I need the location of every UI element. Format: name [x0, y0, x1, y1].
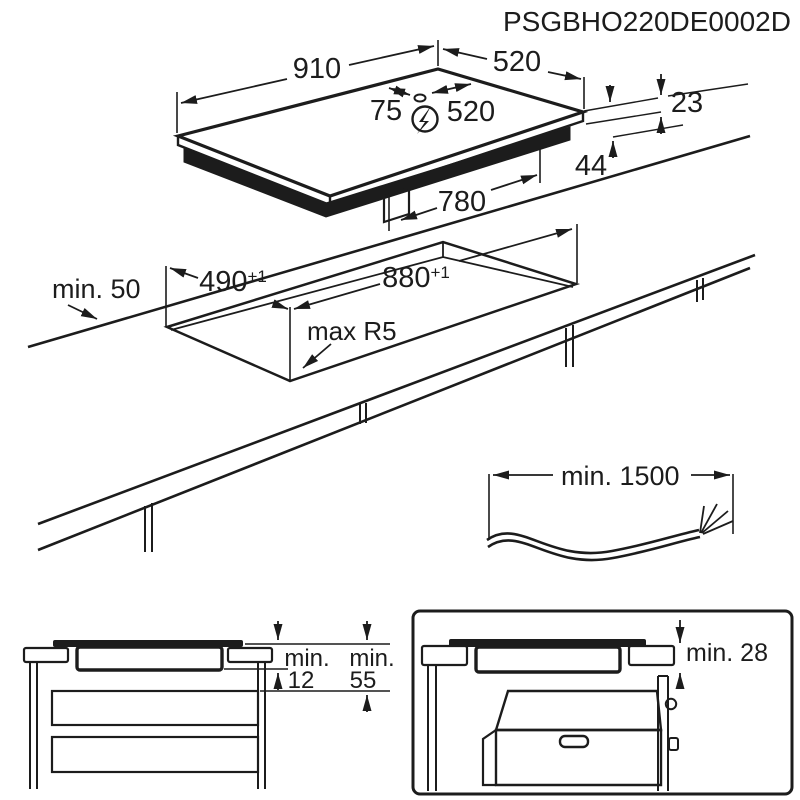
worktop-left-block — [420, 644, 469, 667]
worktop-back-edge — [27, 134, 751, 349]
section-border — [411, 609, 794, 796]
dim-hob-depth-group: 520 — [442, 46, 585, 109]
extension-lines — [224, 643, 390, 692]
dim-cable-position-group: 75 520 — [370, 83, 495, 128]
mains-cable-curve — [486, 503, 734, 562]
dim-hob-depth: 520 — [493, 46, 541, 78]
power-connection-icon — [411, 105, 439, 134]
oven-below-hob — [481, 689, 679, 787]
value-min-gap-drawer: 55 — [350, 667, 377, 694]
label-min-gap-hob: min. — [284, 645, 329, 672]
dim-body-width-group: 780 — [388, 139, 541, 231]
cable-wire-ends — [699, 503, 734, 535]
hob-body-section — [75, 645, 224, 672]
label-wall-distance: min. 50 — [52, 274, 141, 304]
drawer-installation-section: min. 12 min. 55 — [22, 621, 395, 789]
dim-cutout-width: 880+1 — [382, 262, 450, 294]
worktop-front-edge-bottom — [37, 266, 751, 552]
dim-hob-width: 910 — [293, 53, 341, 85]
label-corner-radius: max R5 — [307, 316, 397, 346]
hinge-knob — [664, 697, 678, 711]
dim-total-height-group: 44 — [575, 85, 684, 182]
drawer-front-lower — [50, 735, 260, 774]
hob-plate-section — [449, 639, 646, 647]
worktop-left-block — [22, 646, 70, 664]
dim-body-width: 780 — [438, 186, 486, 218]
worktop-right-block — [226, 646, 274, 664]
dim-height-above-group: 23 — [583, 74, 749, 134]
hob-isometric-view: 910 520 75 520 23 4 — [172, 40, 749, 231]
cabinet-side-panels — [427, 665, 669, 791]
dim-cutout-width-group: 880+1 — [293, 224, 578, 310]
label-oven-clearance: min. 28 — [686, 639, 768, 667]
dim-cable-position-left: 75 — [370, 95, 402, 127]
value-min-gap-hob: 12 — [288, 667, 315, 694]
oven-handle — [558, 734, 590, 749]
dim-hob-width-group: 910 — [176, 40, 439, 133]
worktop-cutout-view: 490+1 880+1 max R5 min. 50 — [27, 134, 756, 552]
label-cable-length: min. 1500 — [561, 461, 680, 491]
hob-body — [183, 126, 571, 218]
hob-body-section — [474, 645, 622, 674]
dim-cutout-depth: 490+1 — [199, 266, 267, 298]
cutout-outline — [163, 240, 581, 383]
oven-installation-section: min. 28 — [411, 609, 794, 796]
power-cable-length: min. 1500 — [486, 461, 734, 562]
label-wall-distance-group: min. 50 — [52, 274, 141, 320]
label-min-gap-drawer: min. — [349, 645, 394, 672]
dim-cable-position-right: 520 — [447, 96, 495, 128]
worktop-right-block — [627, 644, 676, 667]
dim-height-above-worktop: 23 — [671, 87, 703, 119]
dim-cutout-depth-group: 490+1 — [165, 266, 291, 381]
drawer-front-upper — [50, 689, 260, 727]
side-knob — [668, 737, 679, 751]
clearance-arrows — [273, 621, 372, 712]
diagram-title: PSGBHO220DE0002D — [503, 6, 791, 37]
cabinet-legs — [144, 278, 704, 552]
hob-plate-section — [53, 640, 243, 647]
label-corner-radius-group: max R5 — [302, 316, 397, 369]
worktop-front-edge-top — [37, 253, 756, 526]
dim-total-height: 44 — [575, 150, 607, 182]
cable-entry-point — [413, 93, 427, 103]
